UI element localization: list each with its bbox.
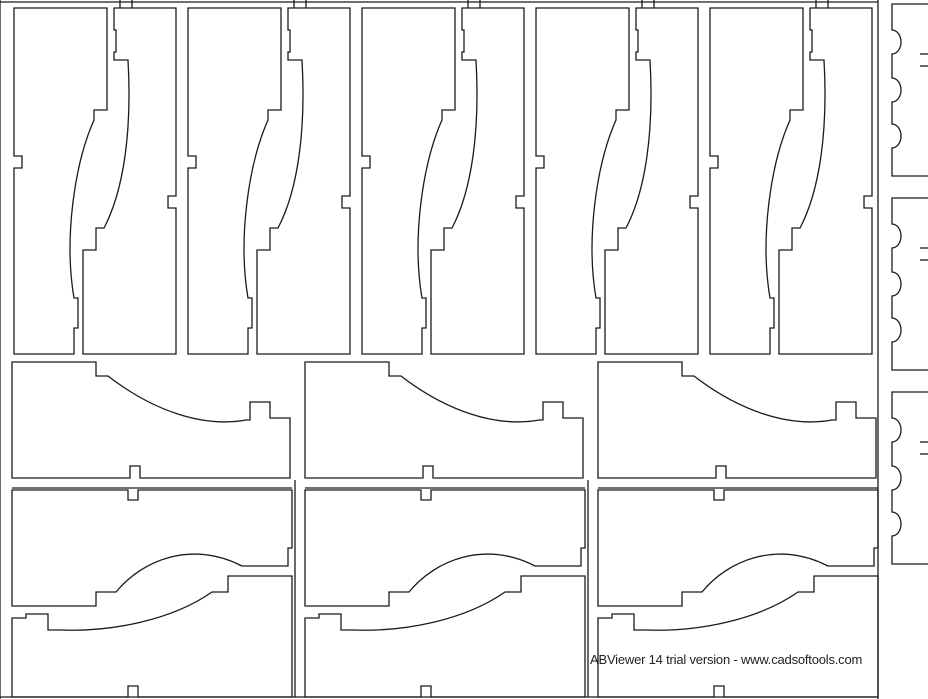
top-tab [467, 0, 481, 8]
vertical-panel-right [604, 7, 699, 355]
vertical-panel-right [256, 7, 351, 355]
vertical-panel-right [430, 7, 525, 355]
vertical-panel-right [82, 7, 177, 355]
scalloped-strip [891, 391, 928, 565]
stacked-panel-upper [11, 489, 293, 607]
vertical-panel-left [535, 7, 630, 355]
vertical-panel-left [709, 7, 804, 355]
vertical-panel-left [13, 7, 108, 355]
horizontal-panel-arc [304, 361, 584, 479]
stacked-panel-lower [597, 575, 879, 698]
scalloped-strip [891, 3, 928, 177]
stacked-panel-lower [304, 575, 586, 698]
top-tab [641, 0, 655, 8]
vertical-panel-left [361, 7, 456, 355]
scalloped-strip [891, 197, 928, 371]
trial-watermark: ABViewer 14 trial version - www.cadsofto… [590, 652, 863, 667]
stacked-panel-upper [304, 489, 586, 607]
horizontal-panel-arc [11, 361, 291, 479]
stacked-panel-lower [11, 575, 293, 698]
top-tab [815, 0, 829, 8]
vertical-panel-right [778, 7, 873, 355]
horizontal-panel-arc [597, 361, 877, 479]
vertical-panel-left [187, 7, 282, 355]
top-tab [119, 0, 133, 8]
top-tab [293, 0, 307, 8]
stacked-panel-upper [597, 489, 879, 607]
